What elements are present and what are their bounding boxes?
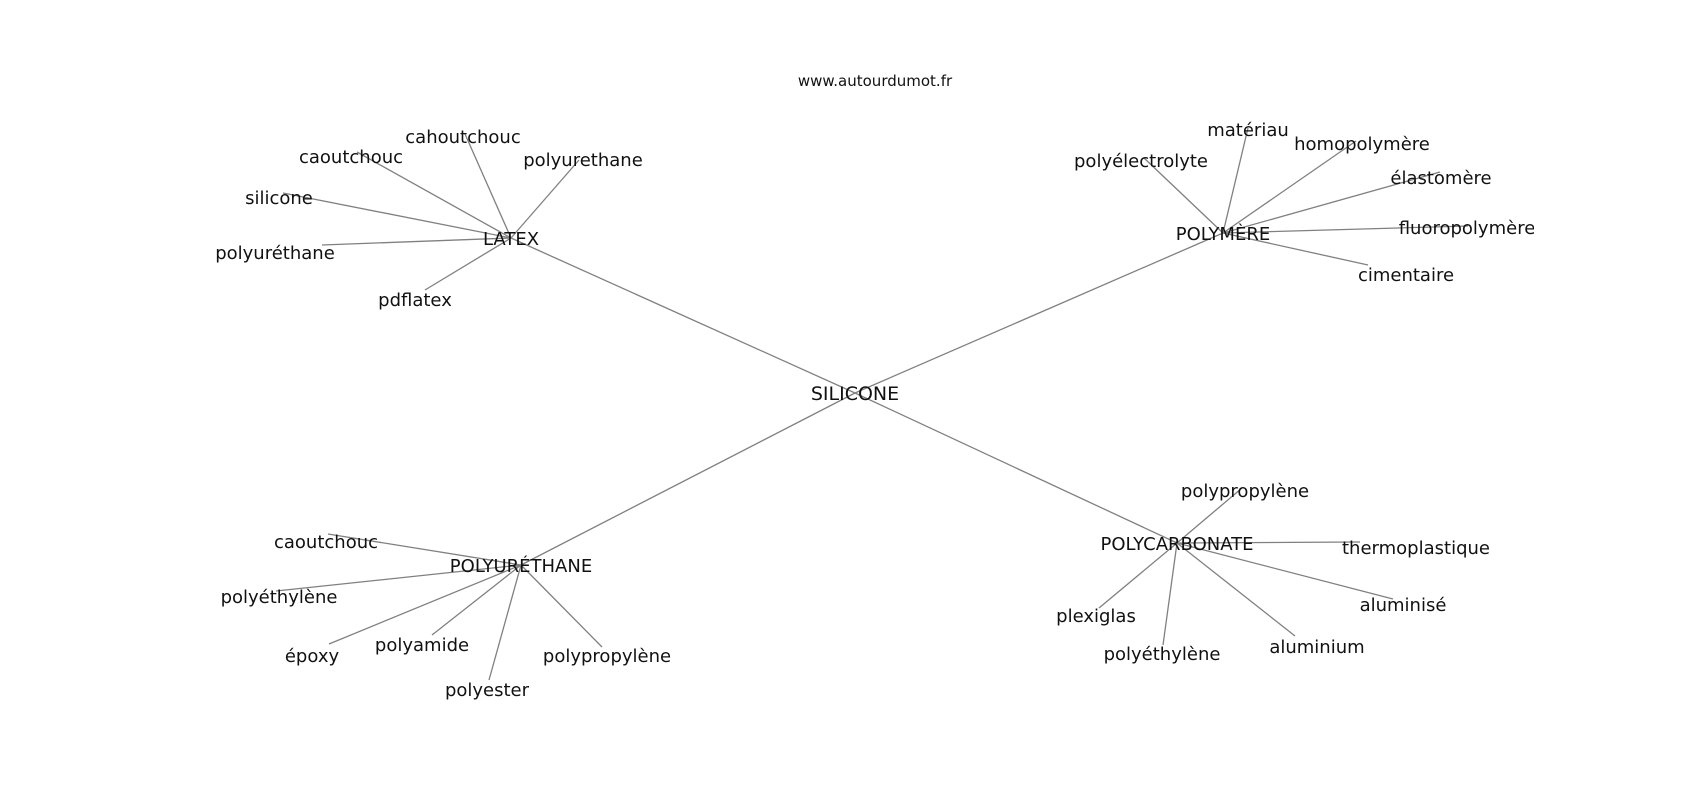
edge-pc-aluminise [1176, 542, 1394, 600]
leaf-latex-polyurethane-accent[interactable]: polyuréthane [215, 243, 335, 264]
node-labels: SILICONELATEXcaoutchouccahoutchoucpolyur… [215, 120, 1536, 701]
node-latex[interactable]: LATEX [483, 229, 539, 250]
node-polyurethane[interactable]: POLYURÉTHANE [450, 555, 592, 577]
leaf-pc-aluminium[interactable]: aluminium [1269, 637, 1364, 658]
edge-latex-polyurethane [510, 159, 580, 239]
edge-polymere-fluoropolymere [1222, 225, 1469, 234]
leaf-polymere-fluoropolymere[interactable]: fluoropolymère [1399, 218, 1536, 239]
leaf-polymere-homopolymere[interactable]: homopolymère [1294, 134, 1430, 155]
edge-latex-polyurethane-accent [321, 237, 512, 246]
leaf-polymere-polyelectrolyte[interactable]: polyélectrolyte [1074, 151, 1208, 172]
edge-pc-plexiglas [1098, 542, 1178, 609]
node-silicone[interactable]: SILICONE [811, 383, 899, 405]
edge-pu-polyethylene [275, 564, 522, 592]
edge-pu-polyamide [431, 564, 522, 636]
edge-pc-thermoplastique [1176, 541, 1361, 544]
leaf-pu-epoxy[interactable]: époxy [285, 646, 340, 667]
edge-pu-epoxy [328, 564, 522, 645]
edge-polymere-homopolymere [1222, 140, 1357, 234]
edge-latex-silicone [282, 192, 512, 239]
leaf-polymere-elastomere[interactable]: élastomère [1390, 168, 1491, 189]
edge-pc-aluminium [1176, 542, 1296, 637]
leaf-latex-silicone[interactable]: silicone [245, 188, 313, 209]
edge-latex-caoutchouc [356, 151, 512, 239]
leaf-pc-plexiglas[interactable]: plexiglas [1056, 606, 1136, 627]
edge-polymere-materiau [1222, 127, 1249, 234]
leaf-latex-pdflatex[interactable]: pdflatex [378, 290, 452, 311]
edge-pu-polyester [488, 564, 522, 681]
leaf-pc-thermoplastique[interactable]: thermoplastique [1342, 538, 1490, 559]
leaf-pc-polyethylene[interactable]: polyéthylène [1104, 644, 1221, 665]
leaf-pu-caoutchouc[interactable]: caoutchouc [274, 532, 378, 553]
edge-center-latex [510, 237, 856, 394]
edge-center-polyurethane [520, 392, 856, 566]
edge-pu-polypropylene [520, 564, 603, 648]
leaf-polymere-materiau[interactable]: matériau [1207, 120, 1289, 141]
source-url: www.autourdumot.fr [797, 72, 953, 90]
edge-polymere-elastomere [1222, 171, 1441, 234]
leaf-latex-caoutchouc[interactable]: caoutchouc [299, 147, 403, 168]
leaf-pu-polyester[interactable]: polyester [445, 680, 530, 701]
node-polycarbonate[interactable]: POLYCARBONATE [1100, 534, 1253, 555]
edge-pc-polyethylene [1162, 542, 1178, 646]
leaf-pu-polyethylene[interactable]: polyéthylène [221, 587, 338, 608]
edge-pc-polypropylene [1176, 487, 1243, 544]
edge-center-polymere [854, 232, 1224, 394]
edge-latex-cahoutchouc [464, 133, 512, 239]
node-polymere[interactable]: POLYMÈRE [1176, 223, 1270, 245]
edges [275, 127, 1469, 681]
leaf-polymere-cimentaire[interactable]: cimentaire [1358, 265, 1454, 286]
leaf-pu-polyamide[interactable]: polyamide [375, 635, 469, 656]
leaf-latex-cahoutchouc[interactable]: cahoutchouc [405, 127, 520, 148]
edge-latex-pdflatex [424, 237, 512, 291]
edge-polymere-polyelectrolyte [1143, 157, 1224, 234]
leaf-pc-polypropylene[interactable]: polypropylène [1181, 481, 1309, 502]
edge-center-polycarbonate [854, 392, 1178, 544]
edge-pu-caoutchouc [327, 533, 522, 566]
leaf-latex-polyurethane[interactable]: polyurethane [523, 150, 643, 171]
leaf-pu-polypropylene[interactable]: polypropylène [543, 646, 671, 667]
edge-polymere-cimentaire [1222, 232, 1369, 266]
leaf-pc-aluminise[interactable]: aluminisé [1360, 595, 1447, 616]
